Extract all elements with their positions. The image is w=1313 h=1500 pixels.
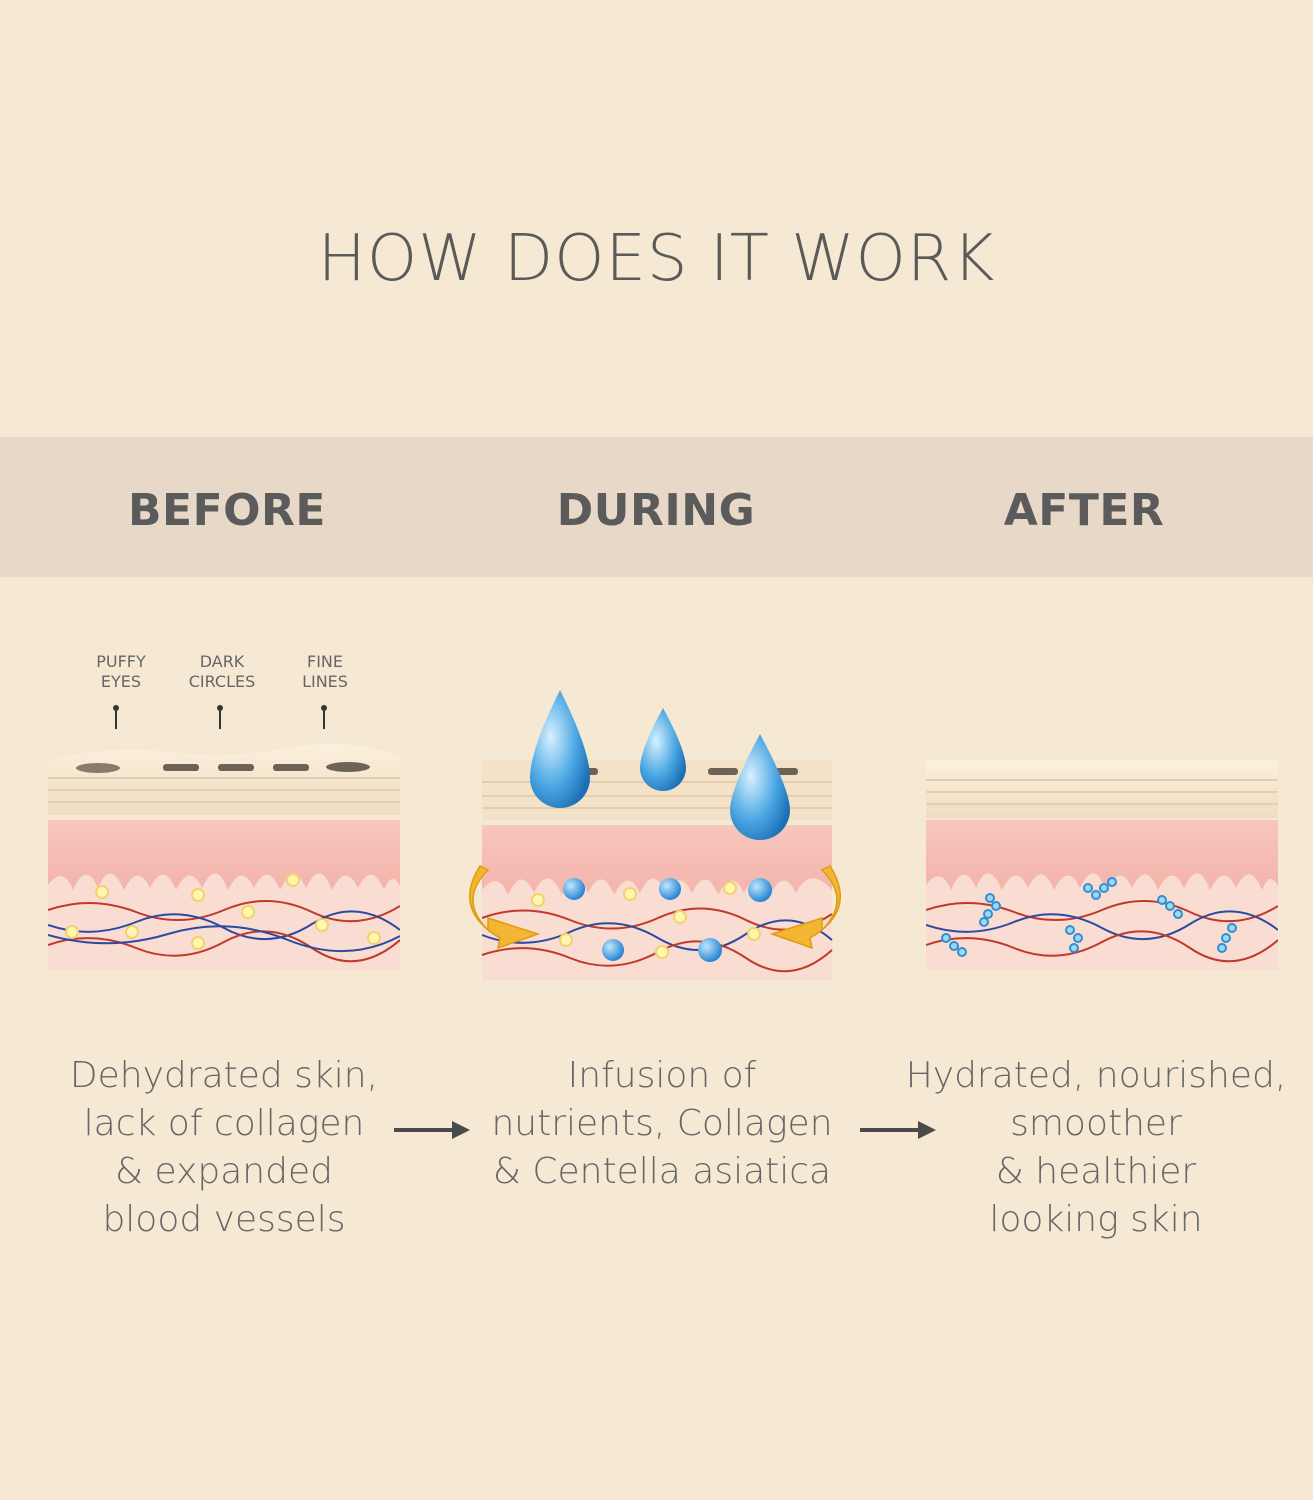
after-skin-diagram bbox=[926, 760, 1278, 970]
pin-icon bbox=[321, 705, 327, 729]
stage-during-label: DURING bbox=[556, 485, 756, 536]
arrow-right-icon bbox=[860, 1121, 936, 1139]
stage-before-label: BEFORE bbox=[128, 485, 326, 536]
arrow-right-icon bbox=[394, 1121, 470, 1139]
before-description: Dehydrated skin, lack of collagen & expa… bbox=[69, 1055, 379, 1240]
pin-icon bbox=[113, 705, 119, 729]
page-title: HOW DOES IT WORK bbox=[317, 222, 996, 296]
pin-icon bbox=[217, 705, 223, 729]
stage-header-band bbox=[0, 437, 1313, 577]
stage-after-label: AFTER bbox=[1003, 485, 1165, 536]
after-description: Hydrated, nourished, smoother & healthie… bbox=[905, 1055, 1287, 1240]
during-skin-diagram bbox=[469, 690, 841, 980]
during-description: Infusion of nutrients, Collagen & Centel… bbox=[491, 1055, 833, 1192]
before-skin-diagram bbox=[48, 743, 400, 970]
